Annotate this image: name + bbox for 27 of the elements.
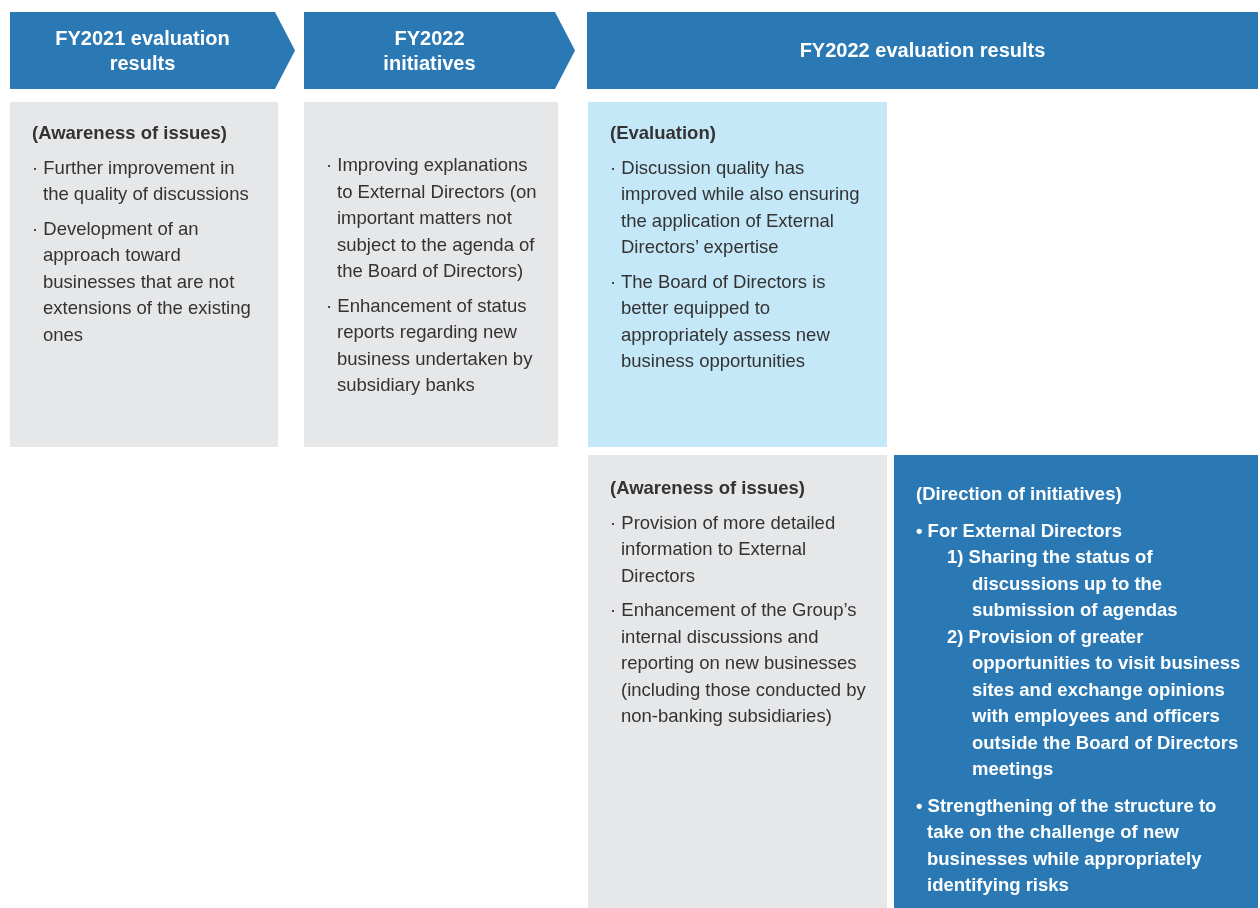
section-heading: (Awareness of issues) — [32, 121, 229, 145]
bullet-text: · The Board of Directors is better equipped to appropriately assess new business opportunities — [610, 269, 831, 373]
bullet-text: · Further improvement in the quality of discussions — [32, 155, 250, 206]
text-panel — [588, 455, 887, 908]
text-panel — [10, 102, 278, 447]
chevron-header — [587, 12, 1258, 89]
bullet-text: • For External Directors — [916, 518, 1123, 543]
bullet-text: 2) Provision of greater opportunities to visit business sites and exchange opinions with employees and officers outside the Board of Directors meetings — [946, 624, 1242, 781]
text-panel — [588, 102, 887, 447]
chevron-header — [304, 12, 575, 89]
bullet-text: · Discussion quality has improved while also ensuring the application of External Directors’ expertise — [610, 155, 861, 259]
header-text: FY2021 evaluation results — [54, 25, 231, 76]
text-panel — [894, 455, 1258, 908]
bullet-text: • Strengthening of the structure to take on the challenge of new businesses while appropriately identifying risks — [916, 793, 1218, 897]
bullet-text: · Development of an approach toward businesses that are not extensions of the existing ones — [32, 216, 252, 347]
bullet-text: · Provision of more detailed information to External Directors — [610, 510, 837, 588]
bullet-text: 1) Sharing the status of discussions up to the submission of agendas — [946, 545, 1179, 622]
text-panel — [304, 102, 558, 447]
header-text: FY2022 evaluation results — [799, 38, 1046, 63]
section-heading: (Direction of initiatives) — [916, 482, 1123, 506]
section-heading: (Evaluation) — [610, 121, 717, 145]
chevron-header — [10, 12, 295, 89]
bullet-text: · Enhancement of status reports regarding new business undertaken by subsidiary banks — [326, 293, 534, 397]
bullet-text: · Improving explanations to External Directors (on important matters not subject to the agenda of the Board of Directors) — [326, 153, 538, 283]
header-text: FY2022 initiatives — [382, 25, 477, 76]
section-heading: (Awareness of issues) — [610, 476, 807, 500]
bullet-text: · Enhancement of the Group’s internal discussions and reporting on new businesses (including those conducted by non-banking subsidiaries) — [610, 598, 867, 728]
